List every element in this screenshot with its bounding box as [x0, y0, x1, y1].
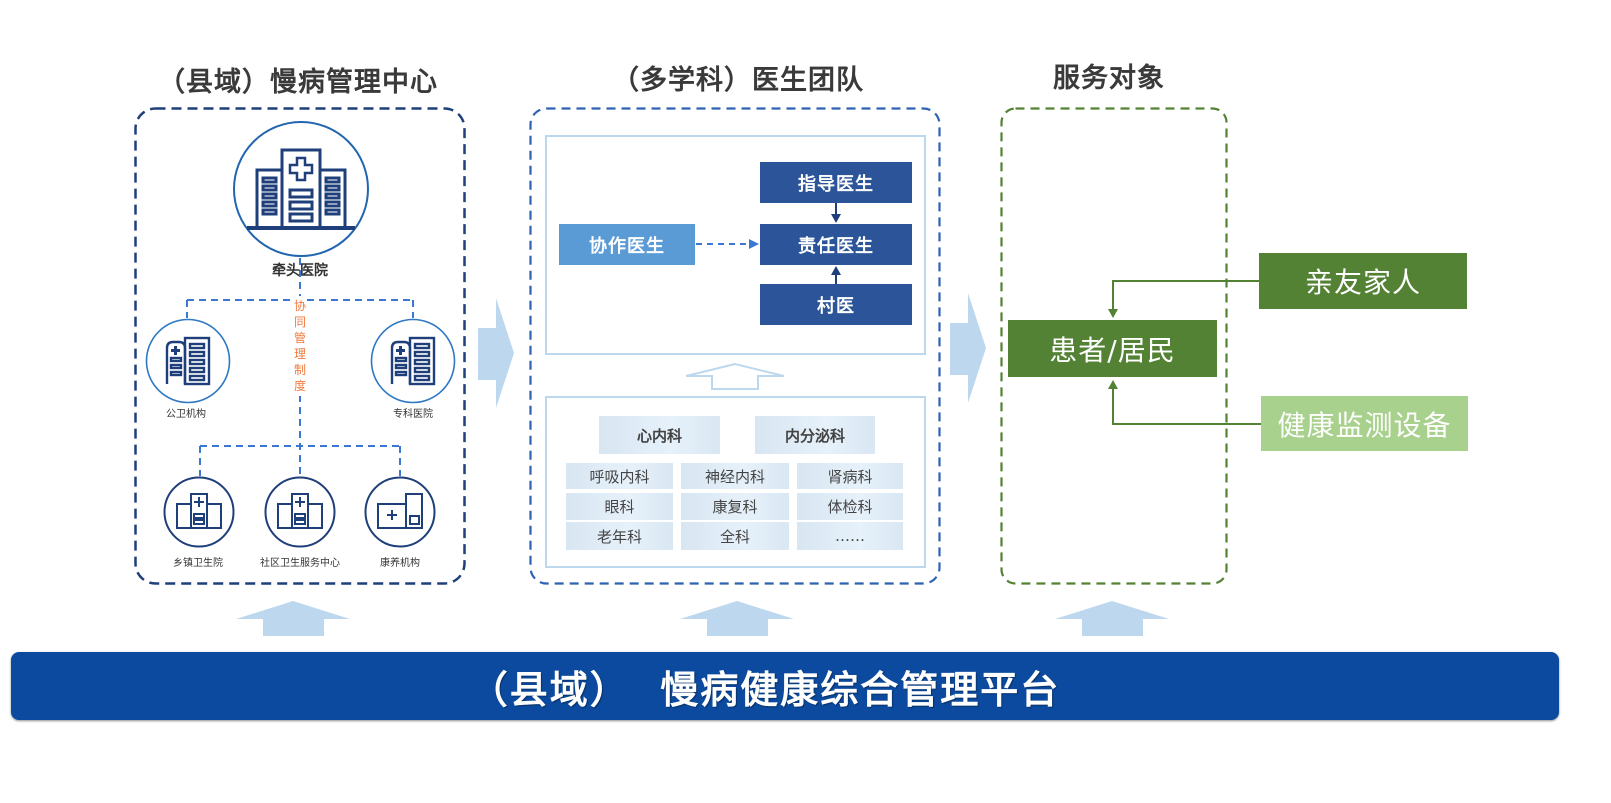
outline-up-arrow	[685, 362, 785, 390]
collab-doctor-box: 协作医生	[559, 224, 695, 265]
specialty-hospital-label: 专科医院	[393, 409, 433, 420]
center-panel	[134, 107, 466, 585]
specialty-hospital-building-icon	[370, 318, 456, 404]
flow-arrow-right-1	[478, 298, 514, 408]
patient-resident-box: 患者/居民	[1008, 320, 1217, 377]
team-panel	[529, 107, 941, 585]
platform-arrow-up-2	[680, 601, 794, 636]
team-panel-border	[529, 107, 941, 585]
lead-hospital-label: 牵头医院	[272, 263, 328, 279]
service-panel	[1000, 107, 1228, 585]
platform-banner: （县域） 慢病健康综合管理平台	[11, 652, 1559, 720]
elderly-care-facility-label: 康养机构	[380, 558, 420, 569]
community-health-center-label: 社区卫生服务中心	[260, 558, 340, 569]
platform-arrow-up-1	[236, 601, 350, 636]
center-panel-border	[134, 107, 466, 585]
elderly-care-facility-icon	[364, 476, 436, 548]
dept-cell: 呼吸内科	[566, 463, 673, 489]
arrow-family-to-patient	[1108, 309, 1118, 318]
doctor-team-frame	[545, 135, 926, 355]
platform-title: （县域） 慢病健康综合管理平台	[469, 667, 1061, 712]
township-clinic-label: 乡镇卫生院	[173, 558, 223, 569]
team-section-title: （多学科）医生团队	[612, 65, 864, 96]
dept-cell: 神经内科	[681, 463, 789, 489]
platform-arrow-up-3	[1055, 601, 1169, 636]
dept-cell: 眼科	[566, 493, 673, 520]
dept-cell: 体检科	[797, 493, 903, 520]
center-section-title: （县域）慢病管理中心	[158, 67, 438, 98]
arrow-guide-to-responsible	[831, 214, 841, 223]
dept-cell: 康复科	[681, 493, 789, 520]
flow-arrow-right-2	[950, 293, 986, 403]
community-health-center-icon	[264, 476, 336, 548]
service-panel-border	[1000, 107, 1228, 585]
family-box: 亲友家人	[1259, 253, 1467, 309]
health-device-box: 健康监测设备	[1261, 396, 1468, 451]
dept-cell: 老年科	[566, 522, 673, 550]
departments-frame	[545, 396, 926, 568]
service-section-title: 服务对象	[1053, 63, 1165, 94]
collaborative-mechanism-label: 协同管理制度	[293, 296, 307, 396]
responsible-doctor-box: 责任医生	[760, 224, 912, 265]
guide-doctor-box: 指导医生	[760, 162, 912, 203]
village-doctor-box: 村医	[760, 284, 912, 325]
township-clinic-icon	[163, 476, 235, 548]
dept-cell: ……	[797, 522, 903, 550]
public-health-label: 公卫机构	[166, 409, 206, 420]
arrow-village-to-responsible	[831, 266, 841, 275]
public-health-building-icon	[145, 318, 231, 404]
dept-endocrinology: 内分泌科	[755, 416, 875, 454]
dept-cell: 肾病科	[797, 463, 903, 489]
dept-cell: 全科	[681, 522, 789, 550]
lead-hospital-icon	[232, 120, 370, 258]
arrow-device-to-patient	[1108, 380, 1118, 389]
dept-cardiology: 心内科	[599, 416, 720, 454]
arrow-collab-to-responsible	[749, 239, 759, 249]
